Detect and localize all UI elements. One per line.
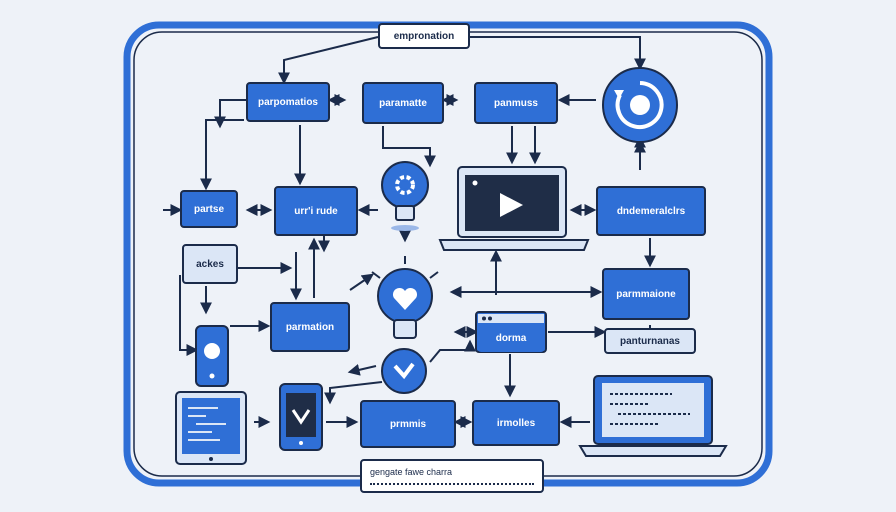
smartphone-icon	[195, 325, 229, 387]
node-irmolles: irmolles	[472, 400, 560, 446]
diagram-title: empronation	[378, 23, 470, 49]
node-parmation: parmation	[270, 302, 350, 352]
node-prmmis: prmmis	[360, 400, 456, 448]
node-ackes: ackes	[182, 244, 238, 284]
connector	[382, 126, 436, 168]
phone-checkmark-icon	[279, 383, 323, 451]
node-dorma: dorma	[478, 324, 544, 352]
laptop-play-icon	[438, 166, 590, 251]
node-paramatte: paramatte	[362, 82, 444, 124]
node-parpomatios: parpomatios	[246, 82, 330, 122]
connector	[470, 36, 646, 71]
connector	[324, 381, 383, 405]
node-partse: partse	[180, 190, 238, 228]
connector	[349, 273, 374, 291]
node-panmuss: panmuss	[474, 82, 558, 124]
laptop-code-icon	[578, 375, 728, 457]
connector	[200, 119, 244, 191]
connectors	[163, 36, 656, 428]
node-panturnanas: panturnanas	[604, 328, 696, 354]
tablet-icon	[175, 391, 247, 465]
lightbulb-heart-icon	[371, 256, 439, 339]
caption-box: gengate fawe charra	[360, 459, 544, 493]
caption-text: gengate fawe charra	[370, 467, 453, 477]
caption-dotted-line	[370, 483, 534, 485]
circular-refresh-icon	[602, 67, 678, 143]
node-parmmaione: parmmaione	[602, 268, 690, 320]
connector	[278, 36, 379, 85]
connector	[347, 363, 377, 376]
lightbulb-gear-icon	[381, 161, 429, 231]
connector	[179, 275, 199, 356]
connector	[214, 99, 246, 129]
node-urr-rude: urr'i rude	[274, 186, 358, 236]
node-dndemeralclrs: dndemeralclrs	[596, 186, 706, 236]
checkmark-badge-icon	[381, 348, 427, 394]
connector	[429, 339, 476, 363]
